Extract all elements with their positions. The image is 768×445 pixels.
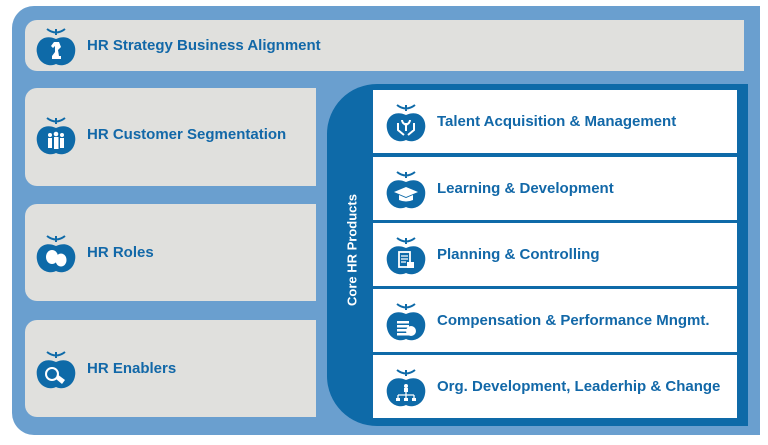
roles-label: HR Roles bbox=[87, 244, 154, 261]
strategy-box: HR Strategy Business Alignment bbox=[25, 20, 744, 71]
hands-plant-icon bbox=[386, 103, 426, 141]
enablers-label: HR Enablers bbox=[87, 360, 177, 377]
theater-masks-icon bbox=[36, 234, 76, 272]
customer-segmentation-box: HR Customer Segmentation bbox=[25, 88, 316, 186]
core-item-label: Compensation & Performance Mngmt. bbox=[437, 312, 710, 329]
chess-knight-icon bbox=[36, 27, 76, 65]
core-item-compensation: Compensation & Performance Mngmt. bbox=[373, 289, 737, 352]
core-item-label: Org. Development, Leaderhip & Change bbox=[437, 378, 721, 395]
people-group-icon bbox=[36, 117, 76, 155]
core-item-planning: Planning & Controlling bbox=[373, 223, 737, 286]
core-item-learning: Learning & Development bbox=[373, 157, 737, 220]
core-item-talent: Talent Acquisition & Management bbox=[373, 90, 737, 153]
clipboard-check-icon bbox=[386, 236, 426, 274]
hand-pointer-icon bbox=[36, 350, 76, 388]
roles-box: HR Roles bbox=[25, 204, 316, 301]
org-chart-icon bbox=[386, 368, 426, 406]
core-products-title: Core HR Products bbox=[344, 194, 360, 306]
core-item-org-development: Org. Development, Leaderhip & Change bbox=[373, 355, 737, 418]
strategy-label: HR Strategy Business Alignment bbox=[87, 37, 321, 54]
core-item-label: Talent Acquisition & Management bbox=[437, 113, 677, 130]
enablers-box: HR Enablers bbox=[25, 320, 316, 417]
customer-segmentation-label: HR Customer Segmentation bbox=[87, 126, 287, 143]
core-item-label: Learning & Development bbox=[437, 180, 614, 197]
coins-icon bbox=[386, 302, 426, 340]
core-item-label: Planning & Controlling bbox=[437, 246, 600, 263]
graduation-cap-icon bbox=[386, 170, 426, 208]
